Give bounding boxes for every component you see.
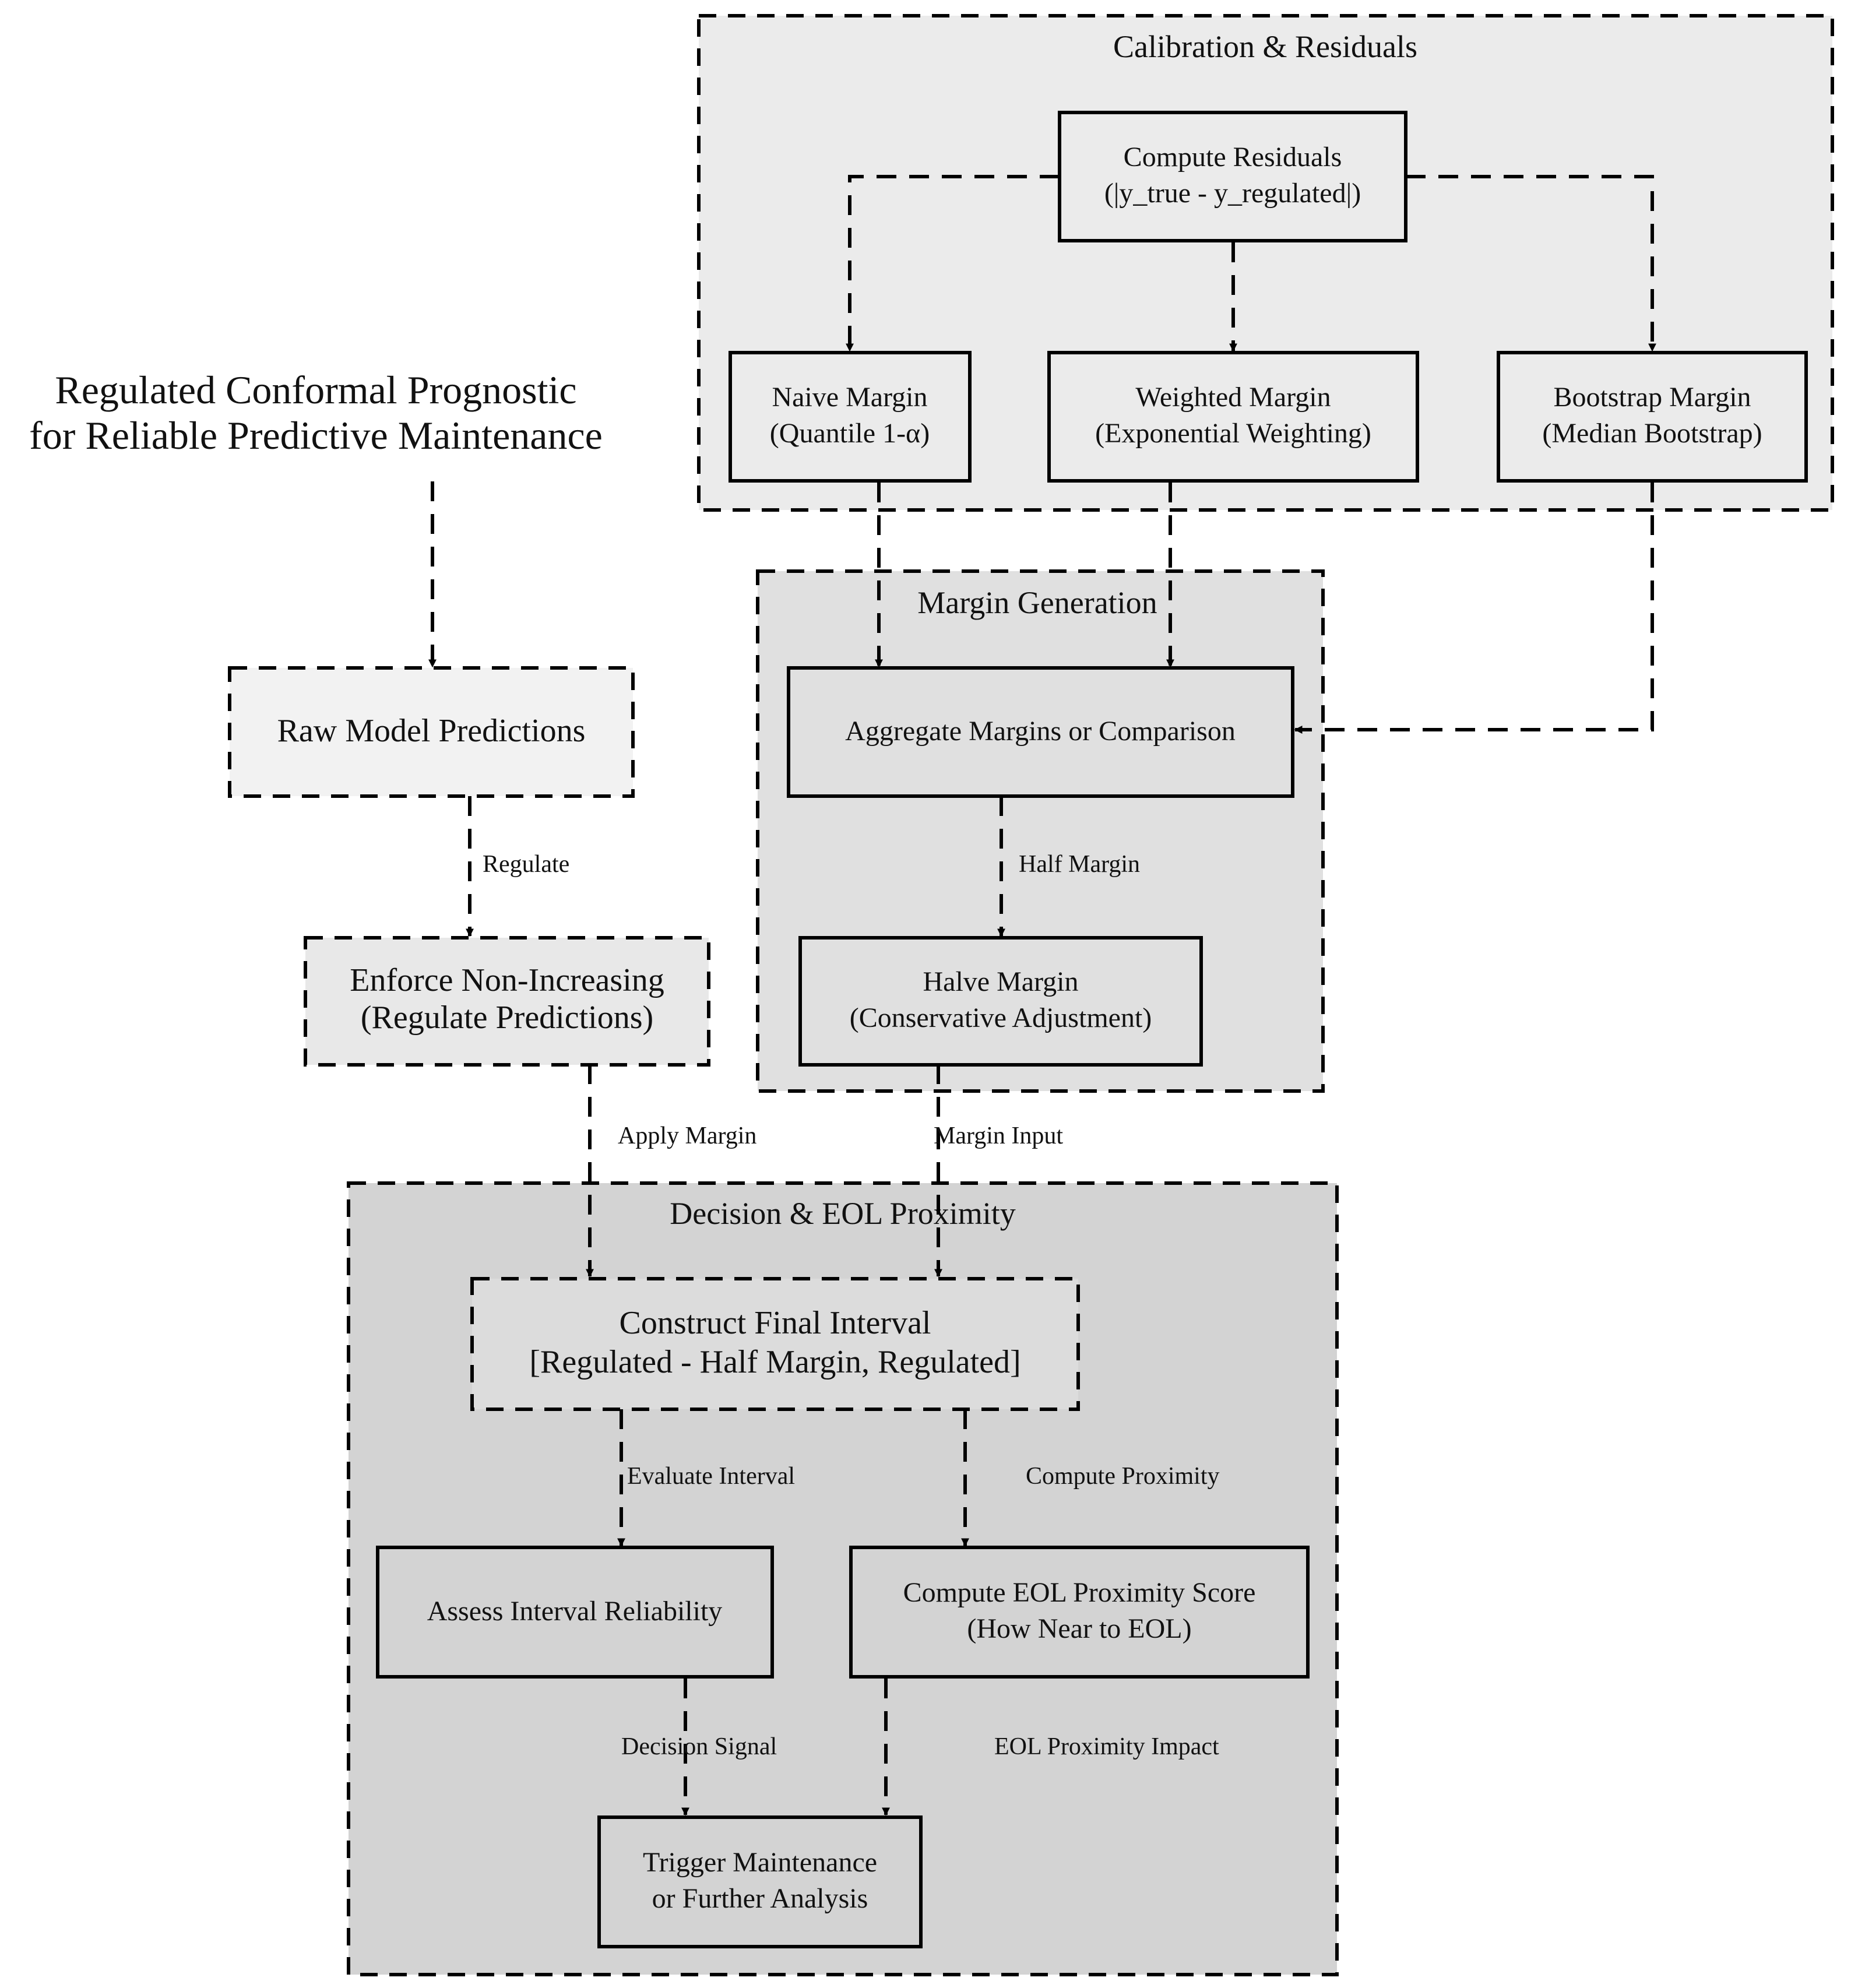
node-raw-predictions: Raw Model Predictions	[228, 666, 635, 798]
node-eol-proximity: Compute EOL Proximity Score (How Near to…	[849, 1546, 1310, 1679]
edge-label-decision-signal: Decision Signal	[621, 1733, 777, 1760]
node-bootstrap-margin: Bootstrap Margin (Median Bootstrap)	[1497, 351, 1808, 483]
title-line-2: for Reliable Predictive Maintenance	[29, 413, 603, 458]
edge-label-half-margin: Half Margin	[1019, 851, 1140, 878]
node-raw-predictions-line-1: Raw Model Predictions	[277, 713, 586, 749]
title-line-1: Regulated Conformal Prognostic	[55, 368, 576, 412]
edge-residuals-to-bootstrap	[1406, 175, 1656, 352]
edge-residuals-to-naive	[846, 175, 1060, 352]
node-eol-proximity-line-2: (How Near to EOL)	[967, 1613, 1191, 1644]
cluster-decision-label: Decision & EOL Proximity	[670, 1196, 1015, 1231]
node-halve-margin-line-2: (Conservative Adjustment)	[850, 1002, 1152, 1033]
node-weighted-margin-line-1: Weighted Margin	[1135, 382, 1331, 413]
node-construct-interval-line-2: [Regulated - Half Margin, Regulated]	[529, 1344, 1020, 1380]
node-compute-residuals-line-2: (|y_true - y_regulated|)	[1104, 178, 1361, 209]
node-weighted-margin-line-2: (Exponential Weighting)	[1095, 418, 1371, 449]
node-construct-interval-line-1: Construct Final Interval	[619, 1305, 931, 1341]
node-compute-residuals-line-1: Compute Residuals	[1124, 142, 1342, 173]
node-enforce-line-2: (Regulate Predictions)	[361, 1000, 653, 1036]
node-aggregate-margins: Aggregate Margins or Comparison	[787, 666, 1294, 798]
edge-labels: Regulate Half Margin Apply Margin Margin…	[483, 851, 1220, 1760]
edge-label-apply-margin: Apply Margin	[618, 1123, 756, 1149]
node-trigger-maintenance: Trigger Maintenance or Further Analysis	[597, 1815, 923, 1948]
edge-label-margin-input: Margin Input	[934, 1123, 1063, 1149]
node-trigger-line-2: or Further Analysis	[652, 1883, 868, 1914]
edge-label-compute-proximity: Compute Proximity	[1026, 1463, 1220, 1490]
edge-label-eol-proximity-impact: EOL Proximity Impact	[994, 1733, 1219, 1760]
node-eol-proximity-line-1: Compute EOL Proximity Score	[903, 1577, 1256, 1608]
node-compute-residuals: Compute Residuals (|y_true - y_regulated…	[1058, 111, 1407, 242]
node-enforce-line-1: Enforce Non-Increasing	[350, 962, 664, 998]
node-enforce-non-increasing: Enforce Non-Increasing (Regulate Predict…	[304, 936, 710, 1067]
node-naive-margin: Naive Margin (Quantile 1-α)	[729, 351, 972, 483]
node-construct-interval: Construct Final Interval [Regulated - Ha…	[470, 1277, 1080, 1411]
node-assess-reliability-line-1: Assess Interval Reliability	[427, 1596, 723, 1627]
edge-label-evaluate-interval: Evaluate Interval	[627, 1463, 795, 1490]
node-trigger-line-1: Trigger Maintenance	[643, 1847, 877, 1878]
node-assess-reliability: Assess Interval Reliability	[376, 1546, 774, 1679]
node-naive-margin-line-2: (Quantile 1-α)	[770, 418, 930, 449]
node-naive-margin-line-1: Naive Margin	[772, 382, 927, 413]
cluster-calibration-label: Calibration & Residuals	[1113, 29, 1417, 64]
cluster-margin-label: Margin Generation	[917, 585, 1157, 620]
node-weighted-margin: Weighted Margin (Exponential Weighting)	[1047, 351, 1419, 483]
node-aggregate-margins-line-1: Aggregate Margins or Comparison	[845, 716, 1236, 747]
node-bootstrap-margin-line-1: Bootstrap Margin	[1553, 382, 1751, 413]
node-halve-margin: Halve Margin (Conservative Adjustment)	[798, 936, 1203, 1067]
node-bootstrap-margin-line-2: (Median Bootstrap)	[1542, 418, 1762, 449]
edge-bootstrap-to-aggregate	[1294, 483, 1654, 734]
diagram-title: Regulated Conformal Prognostic for Relia…	[29, 368, 603, 458]
edge-label-regulate: Regulate	[483, 851, 569, 878]
node-halve-margin-line-1: Halve Margin	[923, 966, 1078, 997]
edges	[428, 175, 1656, 1816]
